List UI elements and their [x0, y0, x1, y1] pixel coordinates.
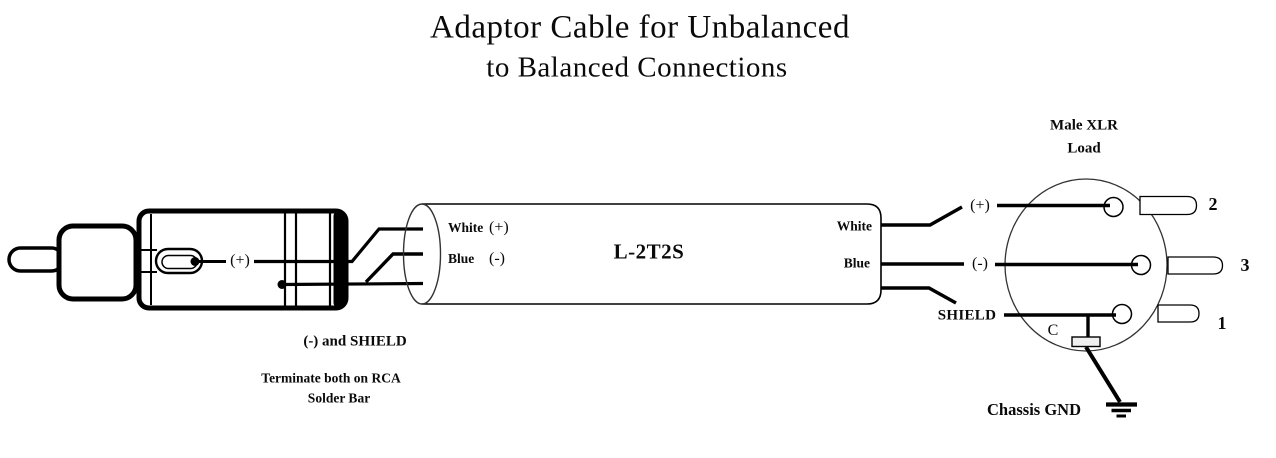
xlr-shield-label: SHIELD [937, 307, 997, 324]
rca-channel-lines [141, 249, 157, 273]
rca-plus-label: (+) [230, 252, 250, 269]
right-wiring [881, 203, 1138, 317]
cable-left-white-row: White (+) [448, 220, 509, 236]
white-wire-right-a [881, 205, 963, 227]
rca-note-line1: (-) and SHIELD [303, 333, 407, 350]
plus-wire-to-white [254, 227, 423, 264]
shield-wire-right-a [881, 286, 957, 305]
rca-note-line3: Solder Bar [307, 390, 371, 406]
cable-left-white-label: White [448, 220, 484, 235]
cable-left-blue-label: Blue [448, 251, 475, 266]
cable-left-plus-sign: (+) [489, 219, 509, 236]
xlr-pin1-number: 1 [1217, 313, 1227, 333]
capacitor-body [1071, 336, 1101, 348]
xlr-pin1-stub [1157, 304, 1200, 323]
xlr-pin3-number: 3 [1240, 255, 1250, 275]
cable-right-white-label: White [836, 218, 872, 234]
rca-note-line2: Terminate both on RCA [261, 370, 401, 386]
cable-left-blue-row: Blue (-) [448, 251, 505, 267]
left-wiring [199, 227, 424, 287]
cable-model-label: L-2T2S [613, 239, 685, 264]
rca-solder-bar-lines [283, 213, 332, 306]
cable-left-minus-sign: (-) [489, 250, 505, 267]
cable-drawing [402, 203, 882, 305]
ground-lead-diagonal [1084, 345, 1122, 404]
xlr-header-line1: Male XLR [1050, 117, 1118, 134]
capacitor-label: C [1047, 322, 1059, 339]
rca-connector-drawing [7, 208, 349, 311]
cable-outline [422, 203, 882, 305]
ground-network [1071, 315, 1137, 418]
cable-right-blue-label: Blue [843, 255, 870, 271]
xlr-pin2-number: 2 [1208, 194, 1218, 214]
cable-end-ellipse [402, 203, 442, 305]
rca-rear-bar [333, 212, 346, 307]
xlr-pin3-stub [1167, 256, 1224, 275]
xlr-pin2-stub [1139, 195, 1198, 216]
rca-barrel [56, 223, 139, 302]
diagram-title-line2: to Balanced Connections [486, 51, 788, 84]
blue-wire-branch [364, 252, 423, 284]
rca-tip-pin [7, 246, 65, 273]
xlr-connector-drawing [1004, 178, 1224, 352]
xlr-minus-label: (-) [972, 255, 988, 272]
rca-center-solder-dot [190, 257, 200, 266]
xlr-header-line2: Load [1067, 140, 1101, 157]
shield-wire-left [281, 281, 424, 287]
chassis-ground-label: Chassis GND [987, 399, 1081, 419]
diagram-title-line1: Adaptor Cable for Unbalanced [430, 9, 850, 46]
xlr-plus-label: (+) [970, 197, 990, 214]
